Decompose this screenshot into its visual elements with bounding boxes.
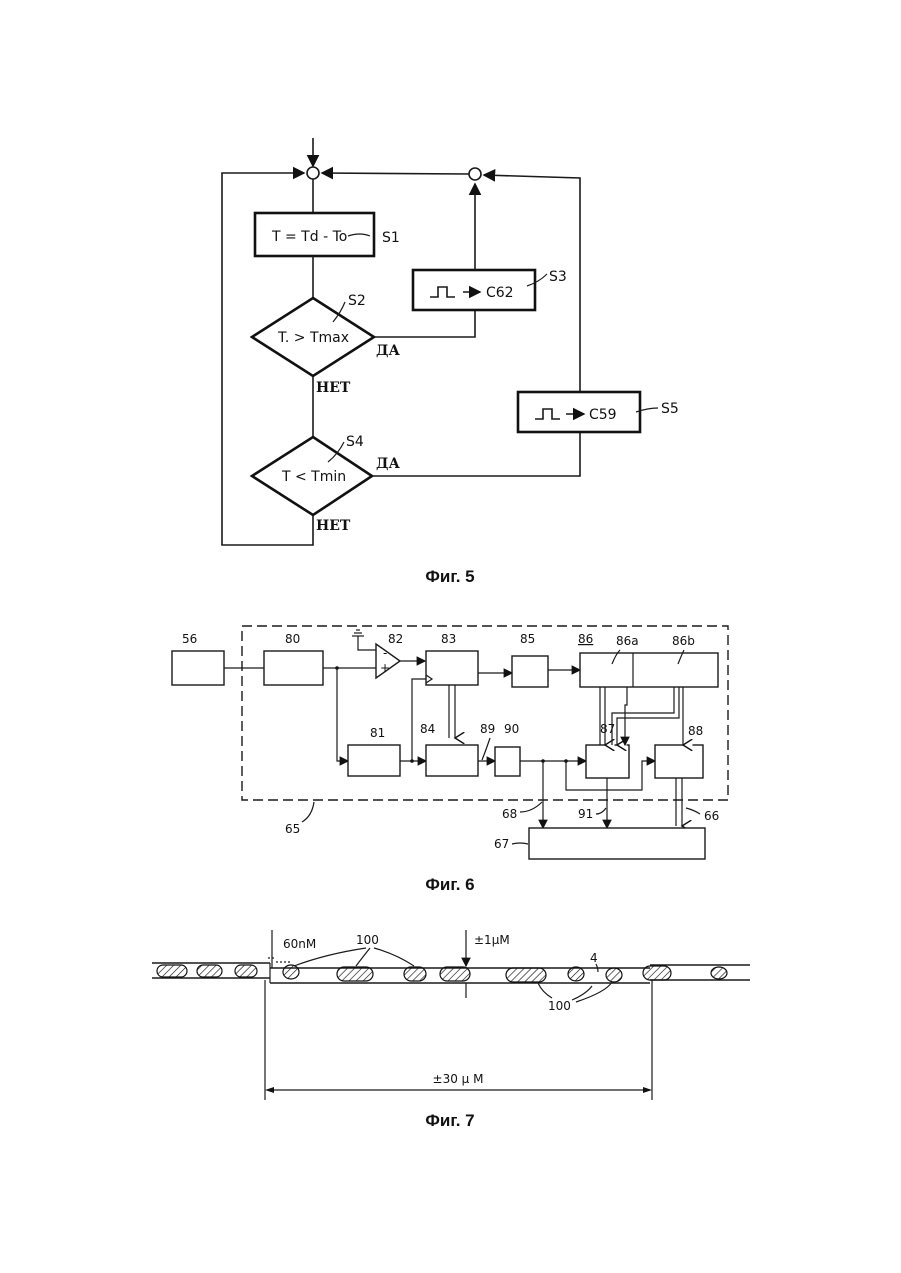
- s3-ref: S3: [549, 269, 567, 285]
- label-67: 67: [494, 837, 509, 851]
- label-85: 85: [520, 632, 535, 646]
- leader-100-f: [576, 982, 612, 1002]
- s5-ref: S5: [661, 401, 679, 417]
- s2-no-label: НЕТ: [316, 380, 351, 396]
- s2-yes-label: ДА: [376, 343, 400, 359]
- block-83: [426, 651, 478, 685]
- label-82: 82: [388, 632, 403, 646]
- particle: [568, 967, 584, 981]
- leader-89: [482, 738, 490, 760]
- particle: [506, 968, 546, 982]
- label-90: 90: [504, 722, 519, 736]
- leader-66: [686, 808, 700, 814]
- s2-yes-line: [374, 310, 475, 337]
- ref-4: 4: [590, 951, 598, 965]
- s4-yes-line: [372, 432, 580, 476]
- block-81: [348, 745, 400, 776]
- comparator-plus: +: [380, 661, 390, 675]
- dim-30-arrow-right: [643, 1087, 652, 1093]
- label-80: 80: [285, 632, 300, 646]
- label-89: 89: [480, 722, 495, 736]
- label-81: 81: [370, 726, 385, 740]
- particle: [440, 967, 470, 981]
- fig6-caption: Фиг. 6: [425, 875, 474, 894]
- leader-65: [302, 802, 314, 822]
- s4-ref: S4: [346, 434, 364, 450]
- label-86a: 86a: [616, 634, 639, 648]
- junction-2: [469, 168, 481, 180]
- s5-action: C59: [589, 407, 617, 423]
- particle: [711, 967, 727, 979]
- label-84: 84: [420, 722, 435, 736]
- ref-100-bottom: 100: [548, 999, 571, 1013]
- s4-yes-label: ДА: [376, 456, 400, 472]
- connector-j2-j1: [322, 173, 469, 174]
- particle: [404, 967, 426, 981]
- label-86b: 86b: [672, 634, 695, 648]
- s3-action: C62: [486, 285, 514, 301]
- junction-1: [307, 167, 319, 179]
- block-90: [495, 747, 520, 776]
- leader-91: [596, 808, 606, 814]
- label-83: 83: [441, 632, 456, 646]
- node-81: [410, 759, 414, 763]
- label-88: 88: [688, 724, 703, 738]
- particle: [157, 965, 187, 977]
- ref-100-top: 100: [356, 933, 379, 947]
- fig5-flowchart: T = Td - To S1 T. > Tmax S2 ДА C62 S3 НЕ…: [222, 138, 679, 586]
- s3-box: [413, 270, 535, 310]
- dim-30-arrow-left: [265, 1087, 274, 1093]
- block-67: [529, 828, 705, 859]
- particle: [197, 965, 222, 977]
- dim-30-label: ±30 μ M: [433, 1072, 484, 1086]
- s2-ref: S2: [348, 293, 366, 309]
- block-84: [426, 745, 478, 776]
- fig6-block-diagram: 65 56 80 - + 82 83 85: [172, 626, 728, 894]
- fig7-caption: Фиг. 7: [425, 1111, 474, 1130]
- wire-86a-87: [625, 687, 627, 745]
- wire-ground: [358, 636, 376, 650]
- block-88: [655, 745, 703, 778]
- label-86: 86: [578, 632, 593, 646]
- s2-condition: T. > Tmax: [277, 330, 349, 346]
- label-56: 56: [182, 632, 197, 646]
- wire-81-83: [412, 679, 426, 761]
- particle: [235, 965, 257, 977]
- label-87: 87: [600, 722, 615, 736]
- s1-ref: S1: [382, 230, 400, 246]
- leader-68: [520, 802, 542, 812]
- block-80: [264, 651, 323, 685]
- particle: [643, 966, 671, 980]
- s5-box: [518, 392, 640, 432]
- label-91: 91: [578, 807, 593, 821]
- particle: [606, 968, 622, 982]
- bus-86b-87-a: [612, 687, 674, 745]
- fig5-caption: Фиг. 5: [425, 567, 474, 586]
- dim-1-label: ±1μM: [474, 933, 510, 947]
- particle: [337, 967, 373, 981]
- s4-no-label: НЕТ: [316, 518, 351, 534]
- fig7-cross-section: 60nM 100 ±1μM 4 100 ±30 μ M Фиг. 7: [152, 930, 750, 1130]
- block-56: [172, 651, 224, 685]
- s1-formula: T = Td - To: [271, 229, 347, 245]
- dim-60-label: 60nM: [283, 937, 316, 951]
- leader-100-e: [572, 986, 592, 1000]
- comparator-minus: -: [383, 646, 387, 660]
- label-68: 68: [502, 807, 517, 821]
- block-85: [512, 656, 548, 687]
- block-86: [580, 653, 718, 687]
- leader-67: [512, 843, 528, 844]
- label-66: 66: [704, 809, 719, 823]
- s4-condition: T < Tmin: [281, 469, 346, 485]
- label-65: 65: [285, 822, 300, 836]
- block-87: [586, 745, 629, 778]
- particle: [283, 965, 299, 979]
- leader-100-d: [538, 983, 552, 998]
- leader-100-c: [374, 948, 414, 966]
- wire-80-81: [337, 668, 348, 761]
- bus-86b-87-b: [617, 687, 679, 745]
- leader-100-b: [356, 948, 370, 966]
